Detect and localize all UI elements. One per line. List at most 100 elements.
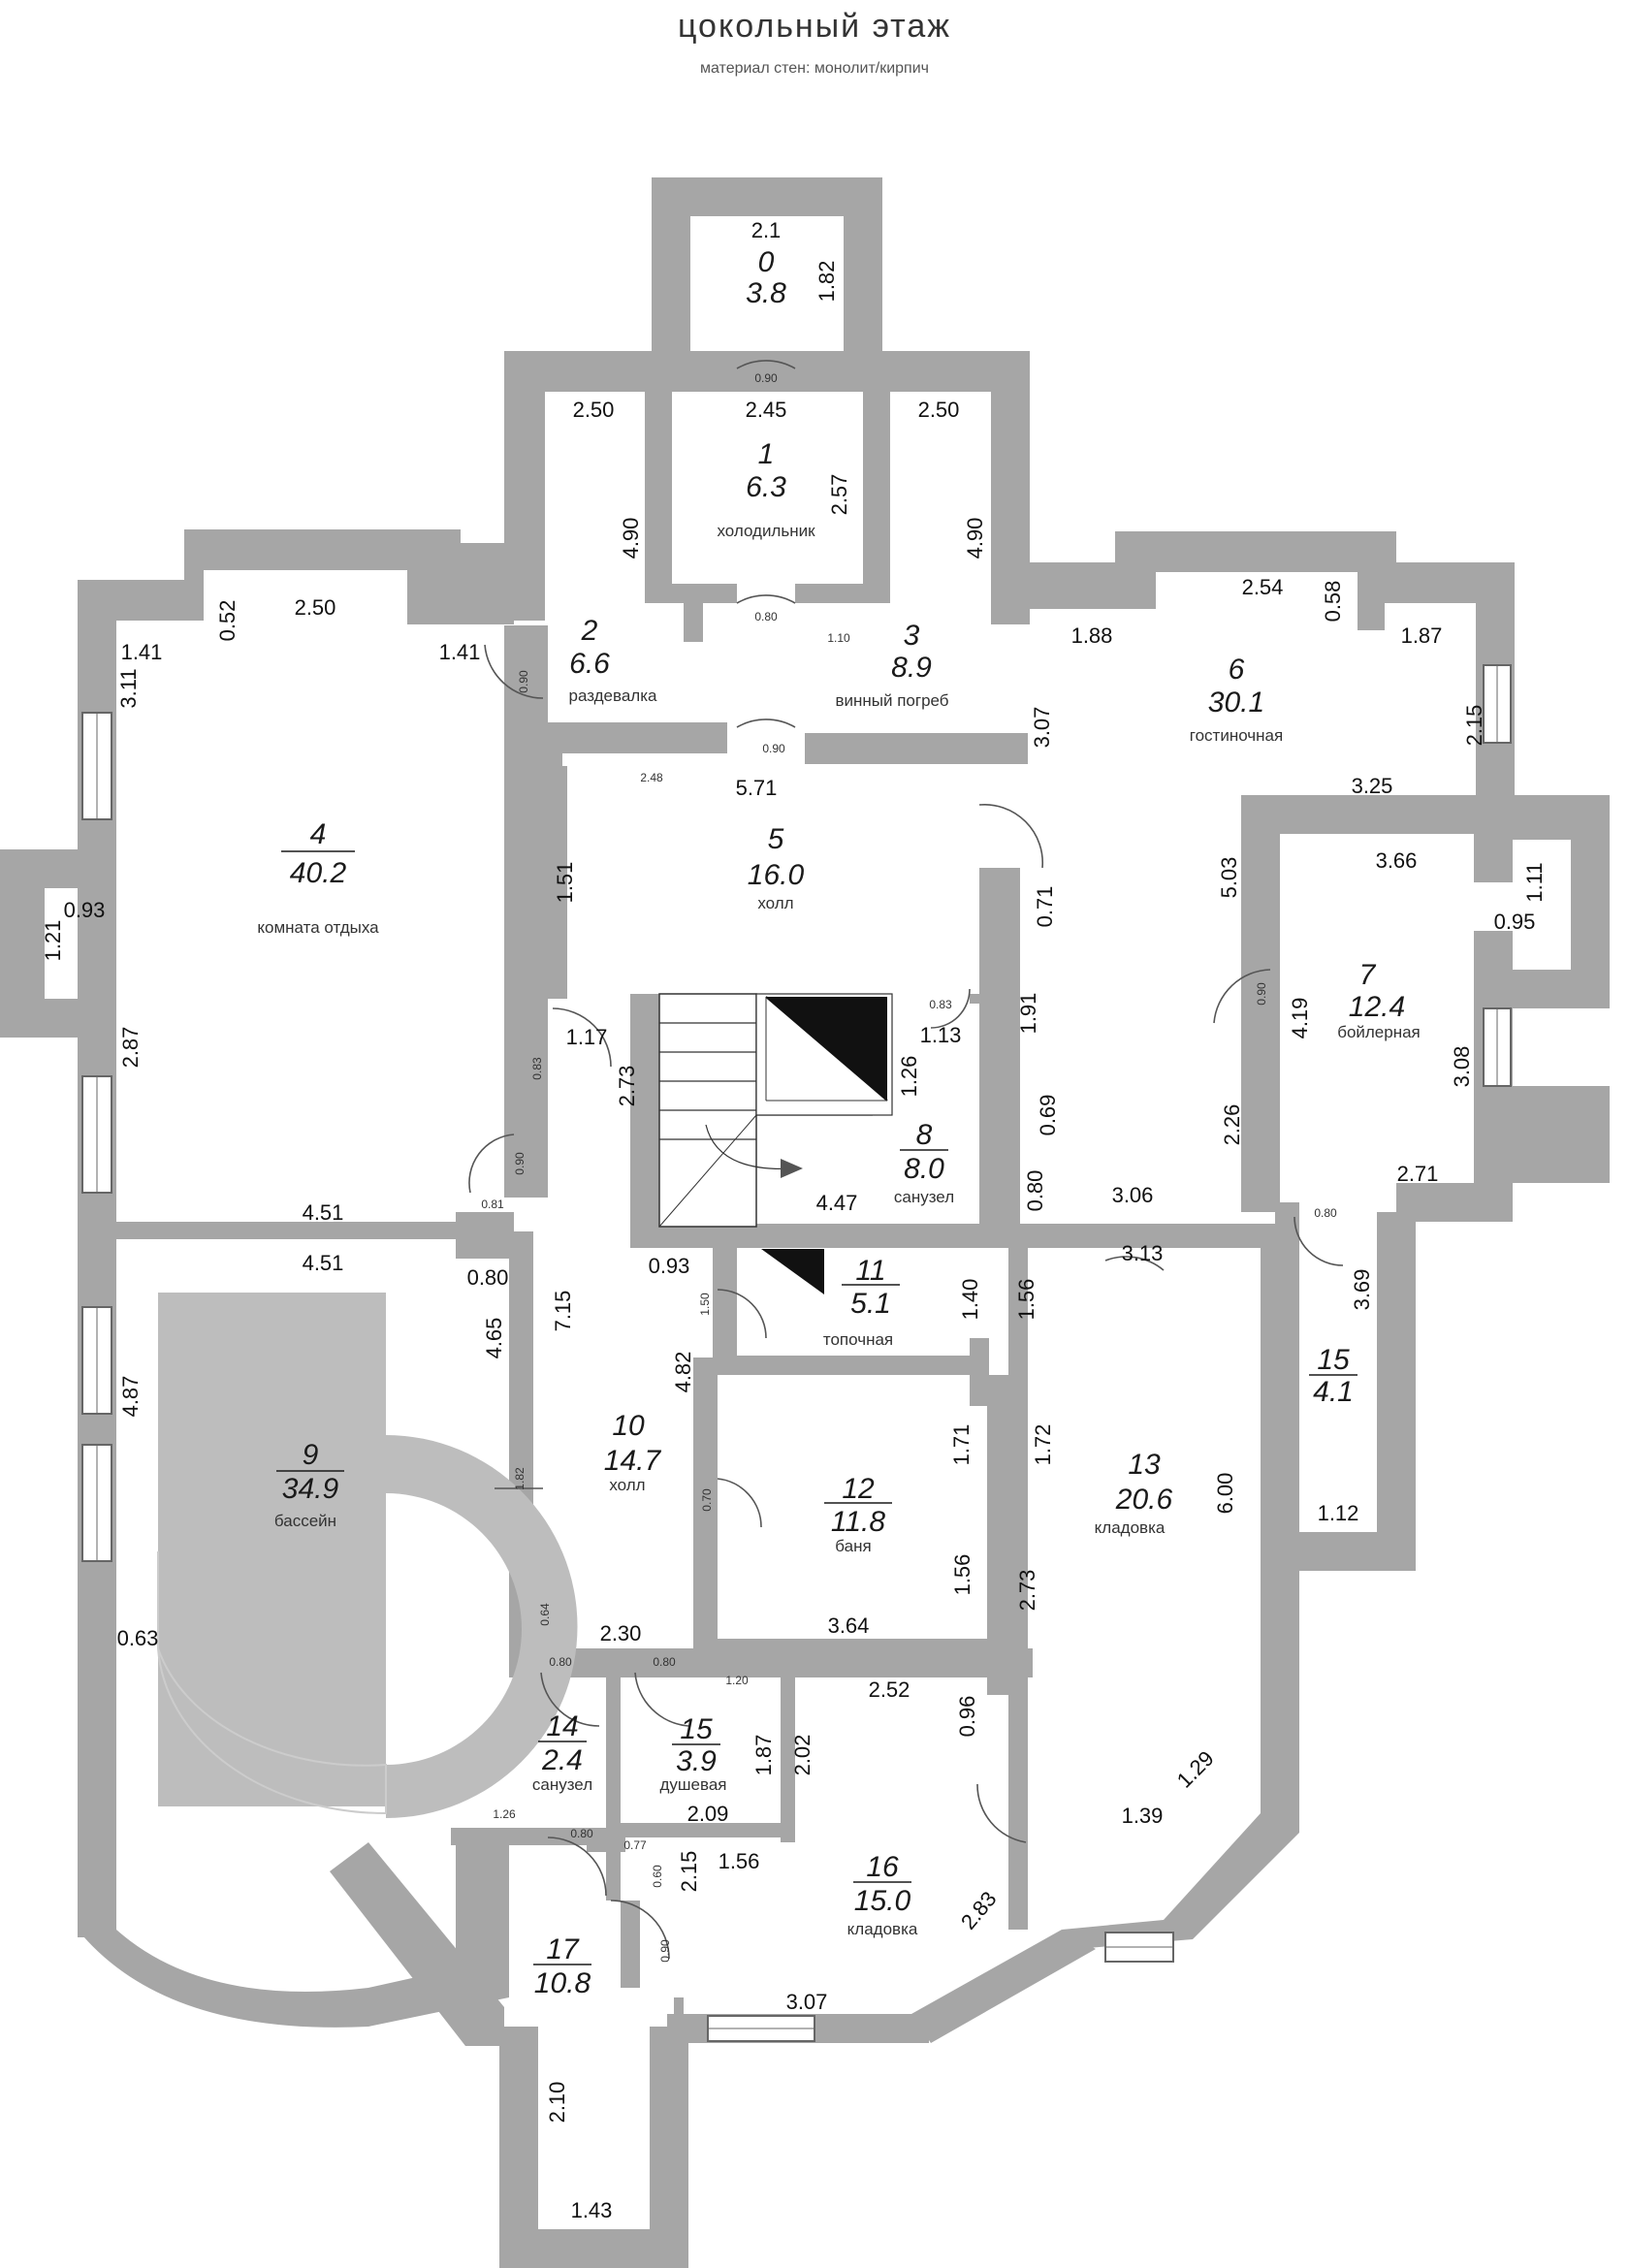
dim: 1.82 [814,261,839,303]
svg-text:6.6: 6.6 [569,648,610,680]
svg-text:раздевалка: раздевалка [569,687,658,705]
dim: 0.58 [1321,581,1345,623]
svg-text:10: 10 [612,1410,645,1442]
svg-text:санузел: санузел [532,1775,592,1794]
door-width: 0.83 [530,1057,544,1080]
dim: 4.51 [303,1200,344,1225]
dim: 3.66 [1376,848,1418,873]
room-label-9: 9 34.9 бассейн [274,1439,344,1530]
dim: 0.93 [649,1254,690,1278]
room-label-15-small: 15 4.1 [1309,1344,1358,1408]
svg-text:4: 4 [310,818,327,850]
svg-text:6: 6 [1229,654,1245,686]
dim: 2.26 [1220,1104,1244,1146]
door-width: 0.64 [538,1603,552,1626]
door-width: 0.80 [754,610,778,623]
dim: 0.93 [64,898,106,922]
door-width: 0.90 [658,1939,672,1963]
dim: 0.52 [215,600,240,642]
door-width: 1.20 [725,1674,749,1687]
pool [157,1293,578,1819]
svg-text:топочная: топочная [823,1330,893,1349]
svg-text:20.6: 20.6 [1115,1484,1173,1516]
door-width: 0.60 [651,1865,664,1888]
room-label-12: 12 11.8 баня [824,1473,892,1555]
svg-text:7: 7 [1359,959,1377,991]
dim: 1.87 [751,1735,776,1776]
svg-text:винный погреб: винный погреб [835,691,948,710]
svg-text:комната отдыха: комната отдыха [257,918,379,937]
svg-text:14.7: 14.7 [604,1445,662,1477]
room-label-0: 0 3.8 [746,246,786,309]
room-label-8: 8 8.0 санузел [894,1119,954,1206]
dim: 4.82 [671,1352,695,1393]
svg-text:14: 14 [546,1710,578,1742]
room-label-11: 11 5.1 топочная [823,1255,900,1349]
door-width: 0.80 [1314,1206,1337,1220]
dim: 0.80 [467,1265,509,1290]
door-width: 0.80 [549,1655,572,1669]
svg-text:9: 9 [303,1439,319,1471]
dim: 4.65 [482,1318,506,1359]
svg-text:5: 5 [768,823,784,855]
svg-text:6.3: 6.3 [746,471,786,503]
dim: 0.63 [117,1626,159,1650]
dim: 1.56 [1014,1279,1038,1321]
svg-text:8.0: 8.0 [904,1153,944,1185]
dim: 2.1 [751,218,782,242]
dim: 2.57 [827,474,851,516]
dim: 2.50 [918,398,960,422]
dim: 1.39 [1122,1804,1164,1828]
wall-material-caption: материал стен: монолит/кирпич [700,60,929,77]
dim: 3.08 [1450,1046,1474,1088]
dim: 6.00 [1213,1473,1237,1515]
svg-text:10.8: 10.8 [534,1967,591,1999]
dim: 0.96 [955,1696,979,1738]
svg-text:3.8: 3.8 [746,277,786,309]
boiler-triangle [761,1249,824,1294]
room-label-3: 3 8.9 винный погреб [835,620,948,710]
dim: 1.12 [1318,1501,1359,1525]
dim: 2.52 [869,1677,910,1702]
svg-text:17: 17 [546,1933,580,1965]
svg-text:баня: баня [835,1537,871,1555]
dim: 0.95 [1494,910,1536,934]
dim: 1.56 [950,1554,974,1596]
dim: 2.71 [1397,1162,1439,1186]
dim: 7.15 [551,1291,575,1332]
svg-text:3.9: 3.9 [676,1745,717,1777]
svg-text:34.9: 34.9 [282,1473,339,1505]
room-label-7: 7 12.4 бойлерная [1337,959,1421,1041]
door-width: 1.50 [698,1293,712,1316]
dim: 3.25 [1352,774,1393,798]
dim: 2.15 [1462,705,1486,747]
dim: 1.91 [1016,993,1040,1035]
dim: 1.43 [571,2198,613,2222]
dim: 4.90 [619,518,643,559]
svg-text:16: 16 [866,1851,899,1883]
room-label-16: 16 15.0 кладовка [847,1851,918,1938]
dim: 2.30 [600,1621,642,1645]
room-label-10: 10 14.7 холл [604,1410,662,1494]
svg-text:30.1: 30.1 [1208,687,1264,719]
dim: 2.50 [573,398,615,422]
walls [0,177,1610,2268]
dim: 2.50 [295,595,336,620]
svg-text:40.2: 40.2 [290,857,347,889]
dim: 1.87 [1401,623,1443,648]
svg-text:4.1: 4.1 [1313,1376,1354,1408]
dim: 1.88 [1071,623,1113,648]
room-label-14: 14 2.4 санузел [532,1710,592,1794]
page-title: цокольный этаж [677,8,952,45]
stair [658,993,893,1228]
dim: 3.64 [828,1613,870,1638]
door-width: 1.82 [513,1467,527,1490]
svg-text:5.1: 5.1 [850,1288,891,1320]
dim: 5.03 [1217,857,1241,899]
dim: 0.80 [1023,1170,1047,1212]
dim: 3.11 [116,668,141,708]
pool-curve-wall [78,1745,509,2028]
dim: 1.56 [719,1849,760,1873]
svg-text:холл: холл [609,1476,645,1494]
svg-text:8: 8 [916,1119,933,1151]
